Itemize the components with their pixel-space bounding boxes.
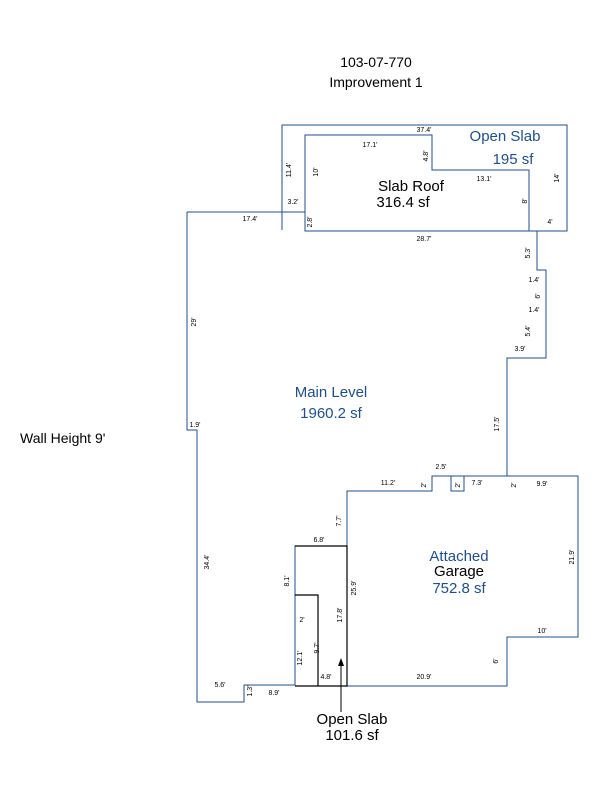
dim-label: 1.4' (528, 307, 539, 314)
dim-label: 2.8' (307, 216, 314, 227)
dim-label: 8.9' (268, 690, 279, 697)
dim-label: 21.9' (569, 550, 576, 565)
dim-label: 17.8' (337, 608, 344, 623)
dim-label: 3.9' (514, 346, 525, 353)
dim-label: 3.2' (287, 199, 298, 206)
dim-label: 4.8' (320, 674, 331, 681)
dim-label: 1.4' (528, 277, 539, 284)
wall-height-label: Wall Height 9' (20, 430, 105, 446)
dim-label: 7.3' (471, 480, 482, 487)
open-slab-bottom-inner (295, 594, 319, 686)
open-slab-arrow-head-icon (338, 658, 344, 666)
main-level-size: 1960.2 sf (300, 405, 363, 422)
parcel-id: 103-07-770 (340, 54, 412, 70)
slab-roof-size: 316.4 sf (376, 194, 430, 211)
main-level-outline (186, 211, 547, 703)
dim-label: 9.9' (536, 481, 547, 488)
dim-label: 25.9' (351, 581, 358, 596)
dim-label: 6' (493, 658, 500, 663)
open-slab-top-size: 195 sf (493, 151, 535, 168)
dim-label: 10' (313, 167, 320, 176)
dim-label: 4' (547, 219, 552, 226)
dim-label: 11.4' (286, 163, 293, 177)
dim-label: 34.4' (204, 555, 211, 570)
dim-label: 2' (421, 482, 428, 487)
open-slab-bottom-walls (295, 545, 348, 687)
dim-label: 2' (511, 482, 518, 487)
garage-name-line2: Garage (434, 563, 484, 580)
dim-label: 9.7' (314, 642, 321, 653)
dim-label: 1.9' (189, 422, 200, 429)
garage-name-line1: Attached (429, 548, 488, 565)
dim-label: 12.1' (297, 651, 304, 666)
dim-label: 2' (299, 617, 304, 624)
dim-label: 11.2' (381, 480, 395, 487)
dim-label: 6' (535, 293, 542, 298)
dim-label: 13.1' (477, 176, 492, 183)
open-slab-bottom-name: Open Slab (317, 711, 388, 728)
garage-outline (347, 475, 579, 687)
dim-label: 2.5' (435, 464, 446, 471)
dim-label: 29' (191, 317, 198, 326)
dim-label: 28.7' (417, 236, 432, 243)
improvement-label: Improvement 1 (329, 74, 423, 90)
dim-label: 4.8' (423, 150, 430, 161)
dim-label: 17.1' (363, 142, 378, 149)
dim-label: 7.7' (336, 515, 343, 526)
main-level-name: Main Level (295, 384, 368, 401)
garage-size: 752.8 sf (432, 580, 486, 597)
slab-roof-outline (304, 134, 530, 231)
open-slab-bottom-size: 101.6 sf (325, 727, 379, 744)
dim-label: 5.6' (214, 682, 225, 689)
dim-label: 5.4' (525, 325, 532, 336)
slab-roof-name: Slab Roof (378, 178, 445, 195)
dim-label: 8' (522, 198, 529, 203)
dim-label: 20.9' (417, 674, 432, 681)
dim-label: 10' (537, 628, 546, 635)
dim-label: 8.1' (284, 575, 291, 586)
dim-label: 17.5' (494, 417, 501, 432)
dim-label: 6.8' (313, 537, 324, 544)
dim-label: 5.3' (525, 247, 532, 258)
dim-label: 1.3' (247, 685, 254, 696)
dim-label: 2' (455, 482, 462, 487)
dim-label: 17.4' (243, 216, 258, 223)
dim-label: 37.4' (417, 127, 432, 134)
dim-label: 14' (554, 173, 561, 182)
open-slab-top-name: Open Slab (470, 128, 541, 145)
